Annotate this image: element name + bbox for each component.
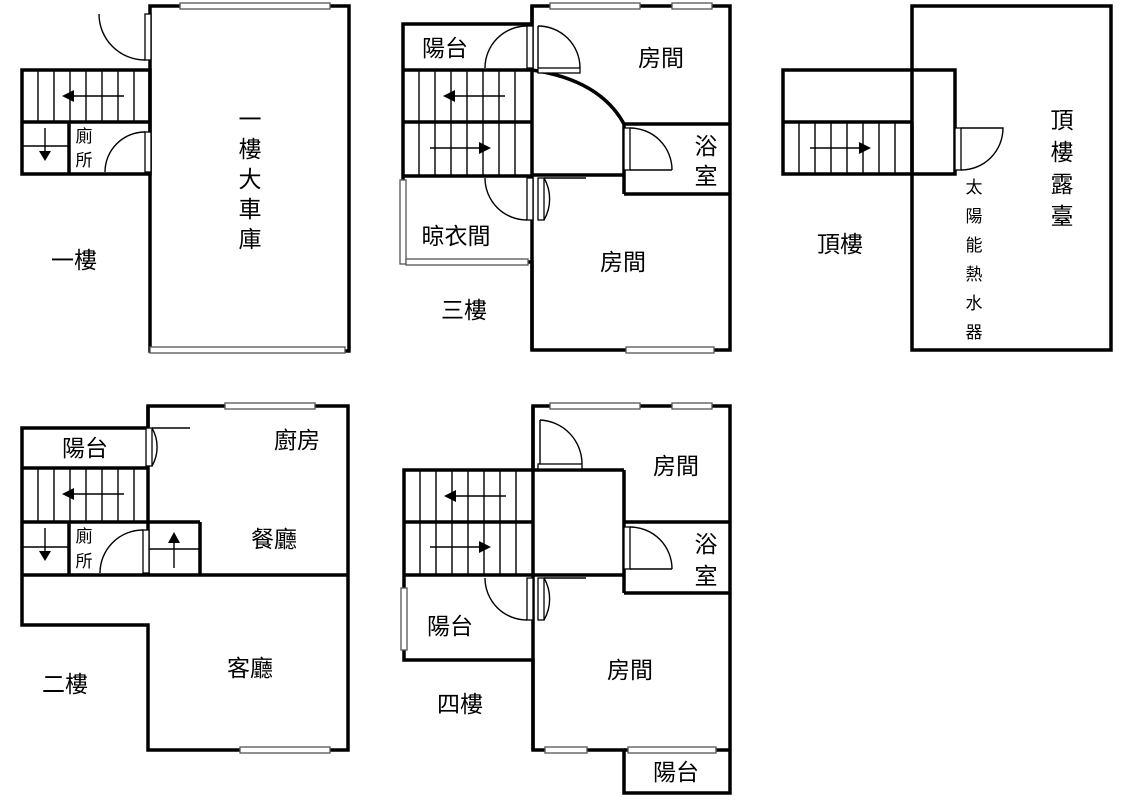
window <box>399 179 407 265</box>
room-bottom-label: 房間 <box>600 250 646 276</box>
toilet-label-2: 所 <box>76 552 93 572</box>
toilet-door <box>99 529 150 574</box>
garage-label-2: 樓 <box>239 137 262 163</box>
window <box>149 346 346 354</box>
staircase <box>418 70 516 176</box>
stair-arrow-down <box>39 128 51 161</box>
roof-plan: 頂 樓 露 臺 太 陽 能 熱 水 器 頂樓 <box>781 4 1113 352</box>
room-top-label: 房間 <box>653 454 699 480</box>
floor-1-plan: 一 樓 大 車 庫 廁 所 一樓 <box>20 2 351 354</box>
terrace-label-1: 頂 <box>1051 108 1074 134</box>
heater-label-6: 器 <box>966 323 983 343</box>
bath-label-1: 浴 <box>695 532 718 558</box>
window <box>224 402 316 410</box>
window <box>405 258 529 266</box>
garage-label-4: 車 <box>239 197 262 223</box>
terrace-label-2: 樓 <box>1051 140 1074 166</box>
bath-door <box>623 526 673 570</box>
window <box>671 2 713 10</box>
roof-floor-label: 頂樓 <box>817 232 863 258</box>
room-top-label: 房間 <box>638 46 684 72</box>
garage-label-5: 庫 <box>239 227 262 253</box>
roof-door <box>954 127 1004 171</box>
window <box>627 746 717 754</box>
stair-arrow-left <box>62 488 124 500</box>
window <box>625 346 715 354</box>
stair-arrow-down <box>39 528 51 561</box>
heater-label-4: 熱 <box>966 265 983 285</box>
floor-1-label: 一樓 <box>51 248 97 274</box>
stair-arrow-right <box>810 142 871 154</box>
drying-door <box>484 177 534 221</box>
window <box>671 402 713 410</box>
balcony-label: 陽台 <box>422 36 468 62</box>
room-bottom-label: 房間 <box>607 658 653 684</box>
window <box>400 587 408 651</box>
heater-label-1: 太 <box>966 178 983 198</box>
heater-label-5: 水 <box>966 294 983 314</box>
room-door <box>537 177 586 221</box>
bath-label-1: 浴 <box>695 134 718 160</box>
window <box>179 2 331 10</box>
room-door <box>537 25 581 74</box>
balcony-door <box>484 577 534 621</box>
room-door <box>537 577 586 621</box>
toilet-door <box>104 131 152 173</box>
staircase <box>419 470 517 575</box>
toilet-label-1: 廁 <box>76 126 93 147</box>
window <box>549 402 641 410</box>
terrace-label-3: 露 <box>1051 172 1074 198</box>
window <box>239 746 331 754</box>
window <box>544 746 588 754</box>
terrace-label-4: 臺 <box>1051 204 1074 230</box>
floor-4-label: 四樓 <box>437 692 483 718</box>
floor-2-outline <box>20 404 350 752</box>
floor-3-plan: 陽台 房間 浴 室 晾衣間 房間 三樓 <box>399 2 732 354</box>
garage-label-1: 一 <box>239 107 262 133</box>
entry-door <box>98 13 152 61</box>
dining-label: 餐廳 <box>251 527 297 553</box>
balcony-label: 陽台 <box>62 436 108 462</box>
drying-room-label: 晾衣間 <box>422 224 491 250</box>
heater-label-2: 陽 <box>966 207 983 227</box>
bath-label-2: 室 <box>695 564 718 590</box>
bath-door <box>623 127 673 171</box>
roof-terrace-wall <box>910 4 1113 352</box>
living-label: 客廳 <box>227 656 273 682</box>
stair-arrow-left <box>444 490 506 502</box>
heater-label-3: 能 <box>966 236 983 256</box>
balcony-door <box>145 427 190 467</box>
floor-4-plan: 房間 浴 室 陽台 房間 陽台 四樓 <box>400 402 732 795</box>
floor-2-plan: 陽台 廚房 餐廳 客廳 廁 所 二樓 <box>20 402 350 754</box>
kitchen-label: 廚房 <box>274 428 320 454</box>
stair-arrow-up <box>168 532 180 568</box>
garage-label-3: 大 <box>239 167 262 193</box>
stair-arrow-left <box>443 90 505 102</box>
toilet-label-2: 所 <box>76 151 93 171</box>
toilet-label-1: 廁 <box>76 526 93 547</box>
balcony-bottom-label: 陽台 <box>653 760 699 786</box>
balcony-door <box>484 25 534 69</box>
stair-arrow-left <box>62 90 124 102</box>
stair-arrow-right <box>430 142 491 154</box>
window <box>549 2 641 10</box>
floor-2-label: 二樓 <box>42 672 88 698</box>
bath-label-2: 室 <box>695 164 718 190</box>
floor-3-label: 三樓 <box>441 298 487 324</box>
room-door <box>537 419 583 470</box>
balcony-left-label: 陽台 <box>427 614 473 640</box>
stair-arrow-right <box>430 541 491 553</box>
